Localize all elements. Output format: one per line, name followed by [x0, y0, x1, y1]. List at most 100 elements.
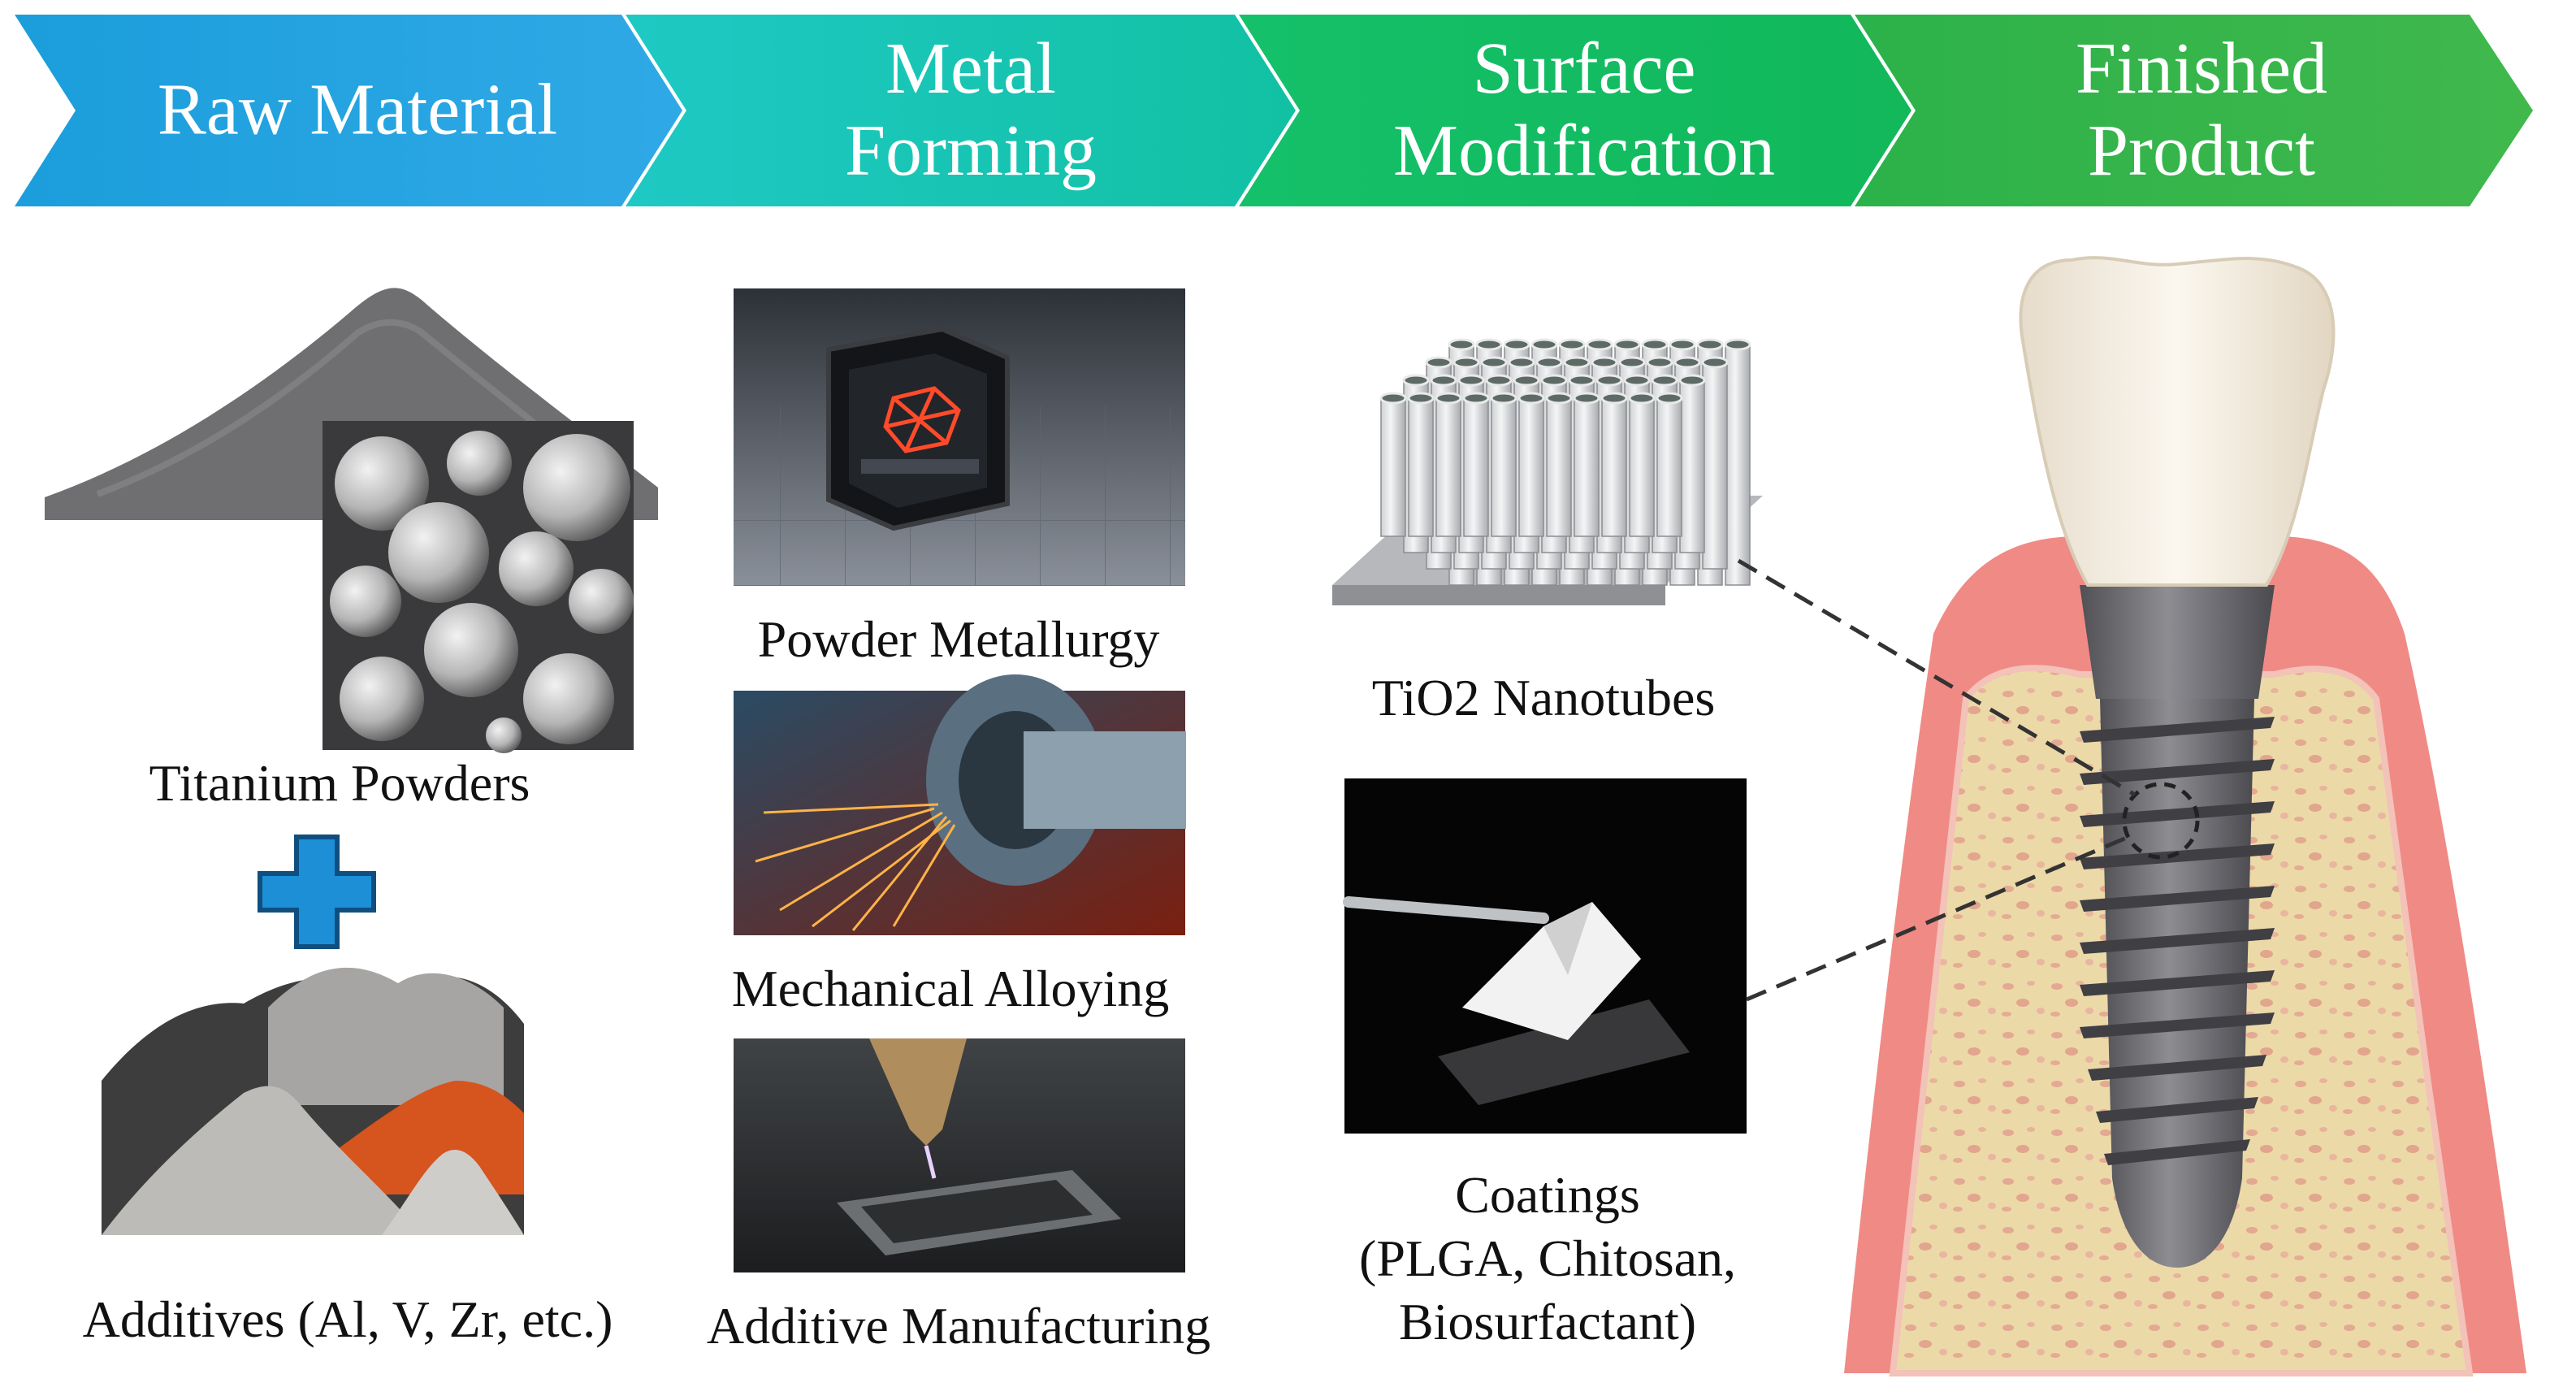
implant-thread	[2080, 970, 2275, 996]
stage-label-finished-product: Finished Product	[2076, 28, 2327, 193]
nanotube-opening	[1701, 356, 1729, 369]
stage-arrow-metal-forming	[626, 15, 1296, 206]
nanotube	[1725, 344, 1751, 586]
stage-label-text: Raw Material	[157, 69, 558, 150]
tio2-nanotubes-caption: TiO2 Nanotubes	[1371, 669, 1716, 726]
stage-label-text: Metal Forming	[844, 28, 1098, 191]
nanotube-opening	[1573, 392, 1600, 405]
mechanical-alloying-caption: Mechanical Alloying	[731, 960, 1170, 1017]
nanotube-opening	[1613, 338, 1641, 351]
nanotube	[1408, 397, 1434, 537]
nanotube-opening	[1430, 374, 1457, 387]
tio2-nanotubes-image	[1332, 338, 1763, 605]
stage-label-metal-forming: Metal Forming	[845, 28, 1097, 193]
nanotube	[1702, 362, 1728, 570]
nanotube-opening	[1457, 374, 1485, 387]
nanotube-opening	[1628, 392, 1656, 405]
implant-thread	[2080, 886, 2275, 912]
powder-metallurgy-caption: Powder Metallurgy	[757, 610, 1160, 668]
stage-label-text: Finished Product	[2075, 28, 2328, 191]
stage-label-raw-material: Raw Material	[158, 70, 557, 152]
nanotube-opening	[1656, 392, 1683, 405]
nanotube-opening	[1591, 356, 1618, 369]
additives-powder-piles-image	[102, 959, 524, 1235]
nanotube	[1679, 379, 1705, 553]
coatings-image	[1343, 778, 1747, 1134]
mechanical-alloying-image	[734, 674, 1186, 935]
nanotube-opening	[1535, 356, 1563, 369]
plus-icon	[258, 835, 376, 949]
nanotube-opening	[1618, 356, 1646, 369]
sem-spheres-image	[323, 421, 634, 753]
nanotube-opening	[1563, 356, 1591, 369]
implant-thread	[2080, 928, 2275, 954]
nanotube-opening	[1425, 356, 1453, 369]
implant-thread	[2080, 1012, 2275, 1038]
nanotube-opening	[1651, 374, 1678, 387]
nanotube-opening	[1558, 338, 1586, 351]
nanotube-opening	[1696, 338, 1724, 351]
implant-thread	[2096, 1097, 2258, 1123]
nanotube-opening	[1600, 392, 1628, 405]
coatings-connector-line	[1746, 835, 2129, 1002]
implant-thread	[2080, 717, 2275, 743]
dental-implant-illustration	[1844, 256, 2526, 1376]
implant-thread	[2088, 1055, 2266, 1081]
nanotube	[1463, 397, 1489, 537]
nanotube-opening	[1673, 356, 1701, 369]
nanotube-opening	[1485, 374, 1513, 387]
coatings-caption: Coatings (PLGA, Chitosan, Biosurfactant)	[1359, 1166, 1736, 1351]
implant-thread	[2080, 843, 2275, 869]
nanotube-opening	[1490, 392, 1517, 405]
additive-manufacturing-caption: Additive Manufacturing	[706, 1297, 1211, 1355]
nanotube-opening	[1530, 338, 1558, 351]
nanotube-opening	[1480, 356, 1508, 369]
implant-thread	[2080, 759, 2275, 785]
nanotube-opening	[1508, 356, 1535, 369]
nanotube	[1656, 397, 1682, 537]
nanotube-opening	[1595, 374, 1623, 387]
nanotube-opening	[1462, 392, 1490, 405]
nanotube	[1546, 397, 1572, 537]
nanotube-opening	[1407, 392, 1435, 405]
stage-arrow-surface-modification	[1239, 15, 1911, 206]
titanium-powders-caption: Titanium Powders	[149, 754, 530, 812]
nanotube	[1380, 397, 1406, 537]
powder-metallurgy-image	[734, 288, 1185, 586]
nanotube-opening	[1724, 338, 1751, 351]
nanotube-opening	[1623, 374, 1651, 387]
nanotube-opening	[1503, 338, 1530, 351]
nanotube-opening	[1669, 338, 1696, 351]
nanotube	[1601, 397, 1627, 537]
nanotube-opening	[1453, 356, 1480, 369]
nanotube-opening	[1568, 374, 1595, 387]
additives-caption: Additives (Al, V, Zr, etc.)	[82, 1290, 613, 1348]
nanotube-opening	[1448, 338, 1475, 351]
stage-arrow-raw-material	[15, 15, 682, 206]
nanotube-opening	[1646, 356, 1673, 369]
nanotube-opening	[1545, 392, 1573, 405]
nanotube-opening	[1513, 374, 1540, 387]
nanotube-opening	[1402, 374, 1430, 387]
nanotube	[1629, 397, 1655, 537]
nanotube-opening	[1641, 338, 1669, 351]
nanotube-opening	[1586, 338, 1613, 351]
nanotube-opening	[1475, 338, 1503, 351]
nanotube-opening	[1379, 392, 1407, 405]
nanotube	[1574, 397, 1600, 537]
stage-label-surface-modification: Surface Modification	[1393, 28, 1775, 193]
additive-manufacturing-image	[734, 1038, 1185, 1272]
implant-thread	[2080, 801, 2275, 827]
stage-arrow-finished-product	[1855, 15, 2533, 206]
nanotube	[1491, 397, 1517, 537]
nanotube-opening	[1540, 374, 1568, 387]
nanotube	[1435, 397, 1461, 537]
implant-thread	[2104, 1139, 2250, 1165]
nanotube	[1518, 397, 1544, 537]
nanotube-opening	[1435, 392, 1462, 405]
stage-label-text: Surface Modification	[1393, 28, 1775, 191]
nanotube-opening	[1517, 392, 1545, 405]
nanotube-opening	[1678, 374, 1706, 387]
nanotubes-connector-line	[1737, 558, 2137, 797]
